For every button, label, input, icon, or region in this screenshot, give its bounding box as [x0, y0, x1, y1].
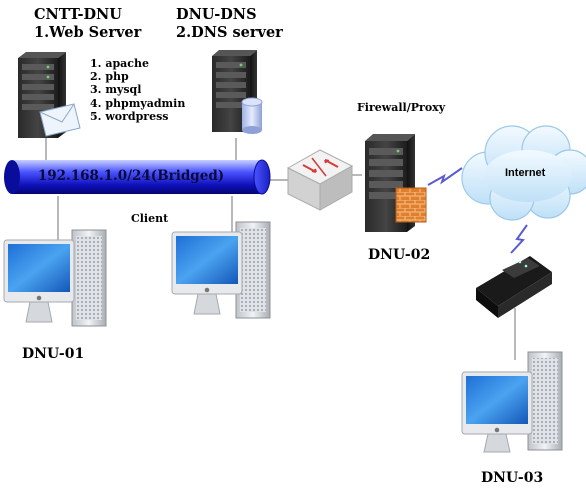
firewall-brick-wall-icon: [395, 187, 427, 223]
package-item: 2. php: [90, 70, 129, 84]
firewall-server-icon: [365, 134, 415, 232]
wireless-link-firewall-internet: [427, 167, 463, 186]
client-label: Client: [131, 212, 169, 225]
switch-icon: [286, 149, 354, 211]
network-bus-left-cap: [4, 160, 20, 194]
package-item: 4. phpmyadmin: [90, 96, 186, 110]
package-item: 5. wordpress: [90, 109, 169, 123]
database-icon: [241, 97, 263, 134]
subnet-label: 192.168.1.0/24(Bridged): [37, 168, 225, 184]
client-computer-dnu-01-icon: [3, 229, 107, 327]
package-item: 1. apache: [90, 57, 149, 70]
mail-envelope-icon: [39, 103, 81, 137]
dns-server-role: 2.DNS server: [176, 24, 283, 41]
firewall-host-name: DNU-02: [368, 247, 431, 263]
modem-router-icon: [476, 256, 552, 318]
client-computer-dnu-03-icon: [461, 351, 563, 453]
wireless-link-internet-modem: [510, 224, 528, 254]
network-bus-body: [12, 160, 262, 194]
firewall-title: Firewall/Proxy: [357, 101, 446, 114]
client3-host-name: DNU-03: [481, 470, 544, 486]
network-bus: [4, 159, 271, 195]
web-server-package-list: 1. apache 2. php 3. mysql 4. phpmyadmin …: [90, 57, 185, 123]
client-computer-2-icon: [171, 221, 271, 319]
package-item: 3. mysql: [90, 83, 142, 97]
web-server-role: 1.Web Server: [34, 24, 142, 41]
dns-server-name: DNU-DNS: [176, 6, 257, 23]
internet-label: Internet: [505, 167, 546, 179]
internet-cloud-icon: [461, 125, 586, 221]
web-server-name: CNTT-DNU: [34, 6, 122, 23]
client1-host-name: DNU-01: [22, 346, 85, 362]
network-bus-right-cap: [253, 159, 271, 195]
